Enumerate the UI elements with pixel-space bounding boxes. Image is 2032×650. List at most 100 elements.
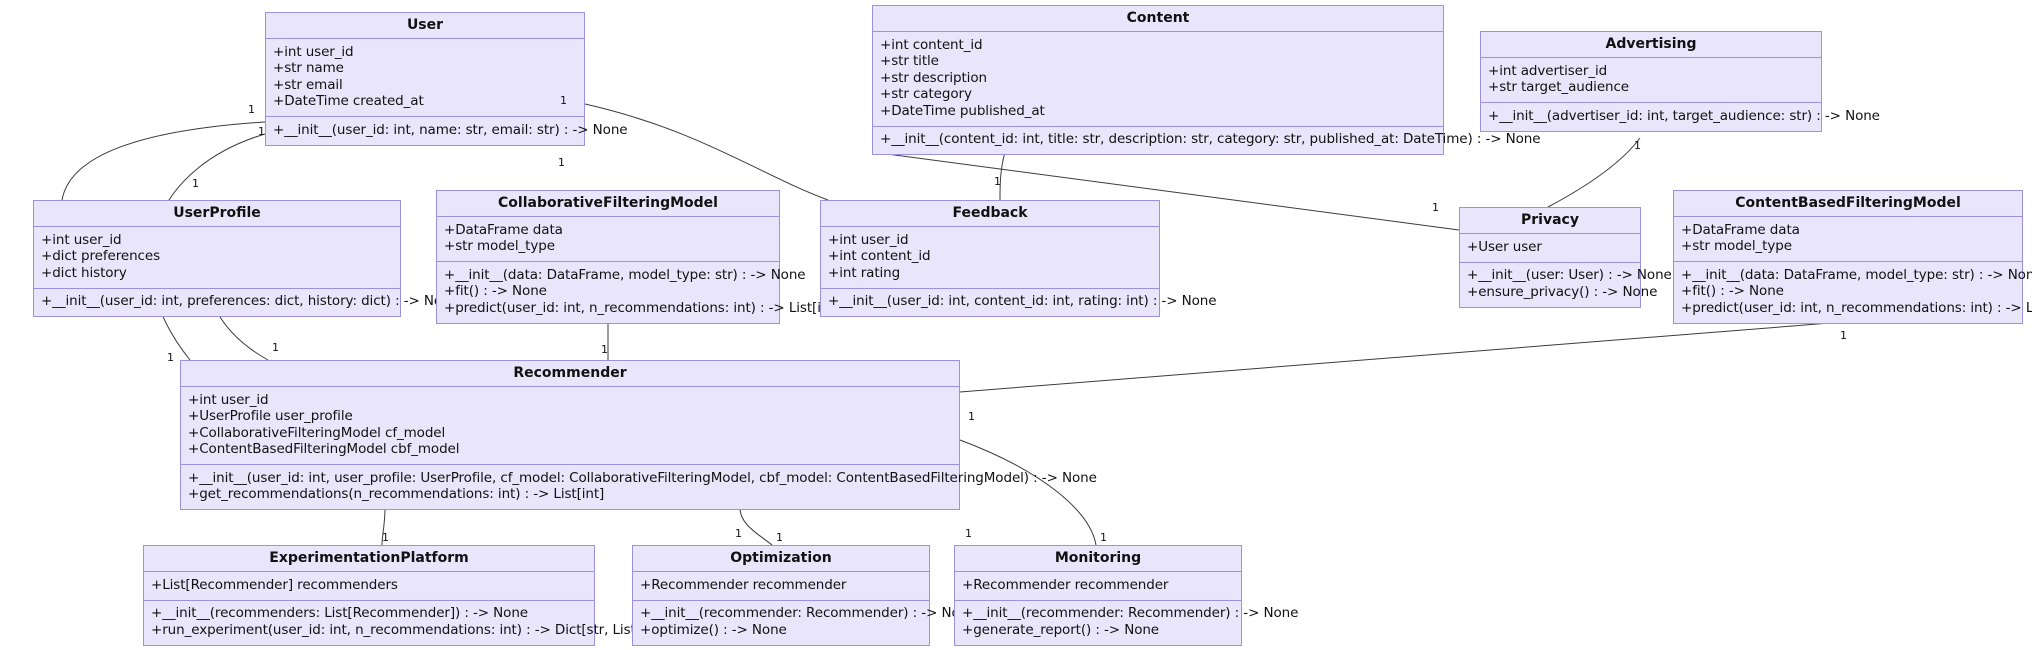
uml-class-monitoring[interactable]: Monitoring +Recommender recommender +__ini… (954, 545, 1299, 646)
uml-class-userprofile[interactable]: UserProfile+int user_id+dict preferences… (33, 200, 459, 317)
multiplicity-label: 1 (1840, 329, 1847, 342)
uml-methods-privacy: +__init__(user: User) : -> None+ensure_p… (1460, 263, 1672, 307)
multiplicity-label: 1 (1634, 139, 1641, 152)
uml-attribute-row: +int user_id (188, 391, 269, 408)
uml-attribute-row: +str name (273, 60, 344, 76)
uml-attributes-contentbasedfilteringmodel: +DataFrame data+str model_type (1674, 217, 2022, 262)
uml-methods-user: +__init__(user_id: int, name: str, email… (266, 117, 628, 145)
multiplicity-label: 1 (382, 531, 389, 544)
uml-method-row: +optimize() : -> None (640, 621, 787, 638)
uml-attribute-row: +Recommender recommender (640, 576, 847, 593)
multiplicity-label: 1 (776, 531, 783, 544)
uml-attribute-row: +DateTime published_at (880, 102, 1045, 119)
multiplicity-label: 1 (735, 527, 742, 540)
uml-method-row: +__init__(advertiser_id: int, target_aud… (1488, 107, 1880, 124)
uml-attribute-row: +ContentBasedFilteringModel cbf_model (188, 441, 460, 457)
multiplicity-label: 1 (1432, 201, 1439, 214)
uml-attributes-content: +int content_id+str title+str descriptio… (873, 32, 1443, 127)
uml-class-title-monitoring: Monitoring (955, 546, 1241, 572)
multiplicity-label: 1 (560, 94, 567, 107)
uml-attribute-row: +CollaborativeFilteringModel cf_model (188, 424, 446, 441)
uml-method-row: +get_recommendations(n_recommendations: … (188, 486, 605, 502)
uml-class-title-userprofile: UserProfile (34, 201, 400, 227)
association-edge-recommender-monitoring (959, 439, 1097, 546)
uml-methods-content: +__init__(content_id: int, title: str, d… (873, 127, 1541, 155)
uml-attribute-row: +str title (880, 53, 939, 69)
uml-attribute-row: +UserProfile user_profile (188, 408, 353, 424)
uml-attributes-recommender: +int user_id+UserProfile user_profile+Co… (181, 387, 959, 465)
uml-attribute-row: +str target_audience (1488, 79, 1630, 95)
uml-method-row: +__init__(recommender: Recommender) : ->… (962, 605, 1299, 621)
uml-attributes-experimentationplatform: +List[Recommender] recommenders (144, 572, 594, 601)
uml-methods-advertising: +__init__(advertiser_id: int, target_aud… (1481, 103, 1880, 131)
uml-class-content[interactable]: Content+int content_id+str title+str des… (872, 5, 1541, 155)
uml-method-row: +__init__(user_id: int, user_profile: Us… (188, 469, 1097, 486)
uml-method-row: +__init__(user: User) : -> None (1467, 267, 1672, 283)
uml-class-title-recommender: Recommender (181, 361, 959, 387)
uml-method-row: +__init__(data: DataFrame, model_type: s… (1681, 266, 2032, 283)
uml-attribute-row: +int advertiser_id (1488, 62, 1608, 79)
uml-class-title-experimentationplatform: ExperimentationPlatform (144, 546, 594, 572)
uml-class-privacy[interactable]: Privacy +User user +__init__(user: User) :… (1459, 207, 1672, 308)
uml-attribute-row: +int user_id (41, 231, 122, 248)
uml-attributes-user: +int user_id+str name+str email+DateTime… (266, 39, 584, 117)
association-edge-userprofile-recommender (216, 311, 269, 361)
uml-methods-recommender: +__init__(user_id: int, user_profile: Us… (181, 465, 1097, 509)
uml-method-row: +generate_report() : -> None (962, 621, 1160, 638)
uml-class-recommender[interactable]: Recommender+int user_id+UserProfile user… (180, 360, 1097, 510)
uml-attribute-row: +DataFrame data (444, 221, 563, 238)
uml-class-optimization[interactable]: Optimization +Recommender recommender +__i… (632, 545, 977, 646)
uml-attribute-row: +str model_type (444, 238, 555, 254)
uml-method-row: +__init__(user_id: int, name: str, email… (273, 121, 628, 138)
uml-methods-monitoring: +__init__(recommender: Recommender) : ->… (955, 601, 1299, 645)
uml-attribute-row: +int user_id (828, 231, 909, 248)
uml-class-contentbasedfilteringmodel[interactable]: ContentBasedFilteringModel+DataFrame dat… (1673, 190, 2032, 324)
uml-attributes-feedback: +int user_id+int content_id+int rating (821, 227, 1159, 289)
uml-attribute-row: +List[Recommender] recommenders (151, 576, 398, 593)
uml-class-feedback[interactable]: Feedback+int user_id+int content_id+int … (820, 200, 1217, 317)
uml-attributes-privacy: +User user (1460, 234, 1640, 263)
uml-attribute-row: +int user_id (273, 43, 354, 60)
uml-attribute-row: +str description (880, 69, 987, 86)
uml-attribute-row: +Recommender recommender (962, 576, 1169, 593)
uml-attributes-monitoring: +Recommender recommender (955, 572, 1241, 601)
uml-attributes-userprofile: +int user_id+dict preferences+dict histo… (34, 227, 400, 289)
uml-class-title-content: Content (873, 6, 1443, 32)
multiplicity-label: 1 (968, 410, 975, 423)
uml-class-title-collaborativefilteringmodel: CollaborativeFilteringModel (437, 191, 779, 217)
uml-attribute-row: +int content_id (880, 36, 983, 53)
association-edge-user-feedback (584, 103, 829, 201)
uml-method-row: +__init__(user_id: int, preferences: dic… (41, 293, 459, 309)
uml-method-row: +predict(user_id: int, n_recommendations… (444, 299, 840, 316)
uml-class-title-user: User (266, 13, 584, 39)
uml-methods-feedback: +__init__(user_id: int, content_id: int,… (821, 289, 1217, 317)
uml-attribute-row: +User user (1467, 238, 1542, 255)
multiplicity-label: 1 (258, 125, 265, 138)
uml-attribute-row: +int content_id (828, 248, 931, 264)
uml-method-row: +ensure_privacy() : -> None (1467, 283, 1658, 300)
multiplicity-label: 1 (1100, 531, 1107, 544)
multiplicity-label: 1 (248, 103, 255, 116)
uml-attributes-optimization: +Recommender recommender (633, 572, 929, 601)
uml-methods-optimization: +__init__(recommender: Recommender) : ->… (633, 601, 977, 645)
multiplicity-label: 1 (558, 156, 565, 169)
uml-class-advertising[interactable]: Advertising+int advertiser_id+str target… (1480, 31, 1880, 132)
uml-methods-userprofile: +__init__(user_id: int, preferences: dic… (34, 289, 459, 317)
uml-method-row: +__init__(recommender: Recommender) : ->… (640, 605, 977, 621)
uml-class-title-feedback: Feedback (821, 201, 1159, 227)
uml-class-title-optimization: Optimization (633, 546, 929, 572)
uml-class-collaborativefilteringmodel[interactable]: CollaborativeFilteringModel+DataFrame da… (436, 190, 840, 324)
uml-attribute-row: +DateTime created_at (273, 93, 424, 109)
uml-attributes-collaborativefilteringmodel: +DataFrame data+str model_type (437, 217, 779, 262)
uml-class-user[interactable]: User+int user_id+str name+str email+Date… (265, 12, 628, 146)
uml-methods-contentbasedfilteringmodel: +__init__(data: DataFrame, model_type: s… (1674, 262, 2032, 323)
multiplicity-label: 1 (167, 351, 174, 364)
multiplicity-label: 1 (994, 175, 1001, 188)
uml-class-title-privacy: Privacy (1460, 208, 1640, 234)
uml-method-row: +__init__(data: DataFrame, model_type: s… (444, 266, 806, 283)
uml-methods-experimentationplatform: +__init__(recommenders: List[Recommender… (144, 601, 669, 645)
uml-method-row: +predict(user_id: int, n_recommendations… (1681, 299, 2032, 316)
uml-class-experimentationplatform[interactable]: ExperimentationPlatform +List[Recommender… (143, 545, 669, 646)
multiplicity-label: 1 (272, 341, 279, 354)
